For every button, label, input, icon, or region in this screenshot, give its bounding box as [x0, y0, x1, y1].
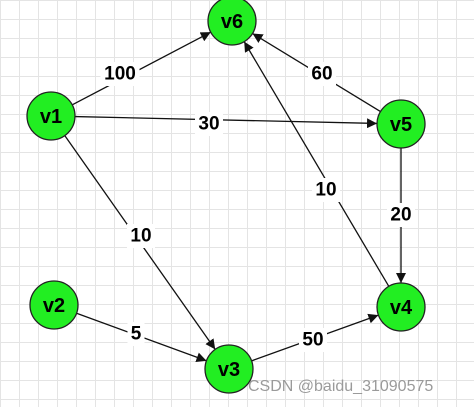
node-circle [204, 344, 254, 394]
node-label: v3 [218, 359, 240, 381]
node-v6: v6 [207, 0, 257, 46]
edge-weight-background [312, 178, 340, 202]
node-circle [26, 91, 76, 141]
node-label: v6 [221, 11, 243, 33]
edge-weight-label: 100 [104, 64, 136, 85]
edge-weight-background [127, 322, 145, 346]
node-v5: v5 [376, 99, 426, 149]
edge-weight-background [299, 328, 327, 352]
edge-v4-v6: 10 [243, 41, 390, 287]
edge-weight-label: 60 [311, 64, 332, 85]
edge-weight-background [100, 62, 140, 86]
edge-v1-v6: 100 [71, 31, 212, 106]
node-circle [29, 280, 79, 330]
edge-weight-label: 30 [198, 114, 219, 135]
node-label: v4 [390, 297, 413, 319]
edge-v5-v6: 60 [252, 32, 381, 113]
edge-arrow-line [243, 41, 390, 287]
edge-weight-label: 10 [315, 180, 336, 201]
edge-weight-background [387, 203, 415, 227]
node-v3: v3 [204, 344, 254, 394]
watermark: CSDN @baidu_31090575 [248, 378, 434, 395]
node-v4: v4 [376, 282, 426, 332]
edge-weight-label: 5 [131, 324, 142, 345]
edge-v1-v3: 10 [64, 135, 216, 350]
node-label: v2 [43, 295, 65, 317]
edge-v2-v3: 5 [76, 312, 207, 363]
node-circle [207, 0, 257, 46]
node-circle [376, 99, 426, 149]
edge-arrow-line [71, 31, 212, 106]
edge-weight-label: 50 [302, 330, 323, 351]
edge-weight-background [308, 62, 336, 86]
edge-weight-label: 20 [390, 205, 411, 226]
edge-weight-label: 10 [130, 226, 151, 247]
node-circle [376, 282, 426, 332]
edge-weight-background [195, 112, 223, 136]
edges-layer: 100 30 10 5 50 60 20 10 [64, 31, 415, 363]
edge-v5-v4: 20 [387, 148, 415, 283]
edge-v3-v4: 50 [251, 313, 379, 362]
edge-v1-v5: 30 [74, 112, 378, 136]
nodes-layer: v1 v2 v3 v4 v5 v6 [26, 0, 426, 394]
node-label: v1 [40, 106, 62, 128]
node-label: v5 [390, 114, 412, 136]
edge-arrow-line [74, 115, 378, 129]
node-v1: v1 [26, 91, 76, 141]
edge-weight-background [127, 224, 155, 248]
node-v2: v2 [29, 280, 79, 330]
